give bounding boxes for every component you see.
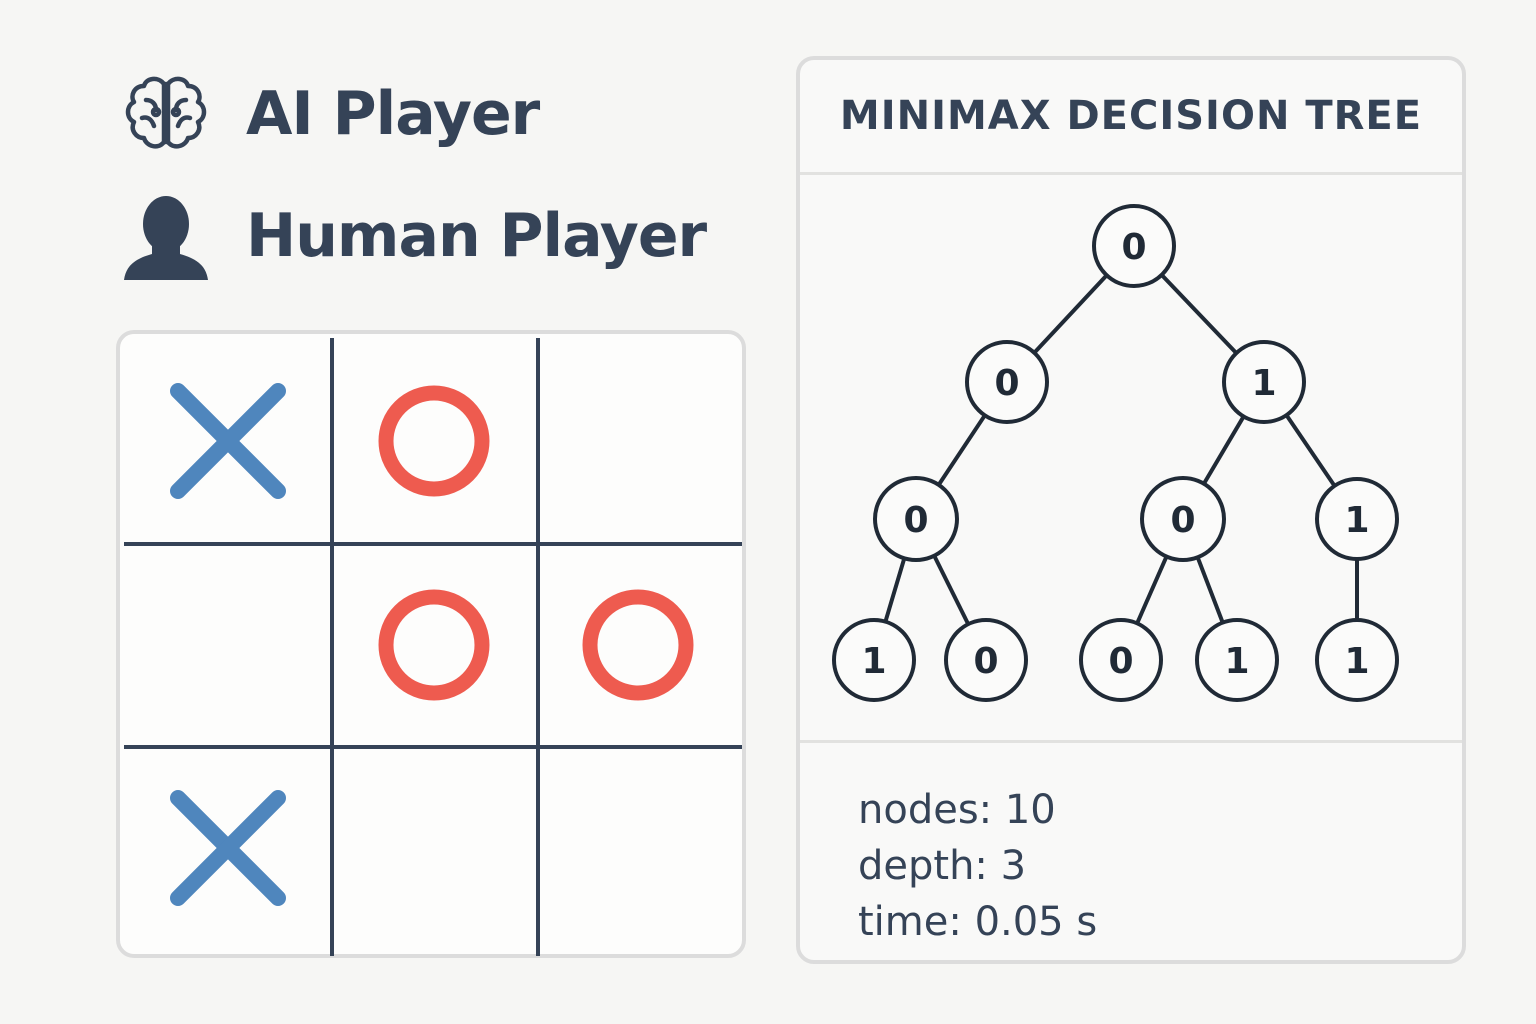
board-grid bbox=[124, 338, 742, 956]
human-player-label: Human Player bbox=[246, 201, 707, 271]
tree-node: 1 bbox=[1222, 340, 1306, 424]
tree-node-circle bbox=[944, 618, 1028, 702]
tree-node-value: 0 bbox=[1108, 641, 1133, 682]
tree-edge bbox=[1195, 556, 1225, 624]
tree-node-value: 0 bbox=[994, 363, 1019, 404]
tree-edge bbox=[1202, 415, 1246, 485]
stats-divider bbox=[800, 740, 1462, 743]
title-divider bbox=[800, 172, 1462, 175]
tree-node: 1 bbox=[832, 618, 916, 702]
stat-time: time: 0.05 s bbox=[858, 899, 1098, 945]
tree-node-circle bbox=[832, 618, 916, 702]
search-stats: nodes: 10 depth: 3 time: 0.05 s bbox=[858, 782, 1097, 950]
minimax-panel: MINIMAX DECISION TREE 0 0 1 0 0 1 1 0 0 1 1 nodes:… bbox=[796, 56, 1466, 964]
tree-node: 1 bbox=[1315, 618, 1399, 702]
tree-edge bbox=[937, 414, 987, 486]
o-mark bbox=[378, 589, 490, 701]
tree-node: 0 bbox=[965, 340, 1049, 424]
tree-node: 1 bbox=[1315, 477, 1399, 561]
stat-depth: depth: 3 bbox=[858, 843, 1027, 889]
tree-node: 0 bbox=[944, 618, 1028, 702]
tree-node-value: 1 bbox=[1251, 363, 1276, 404]
user-silhouette-icon bbox=[118, 188, 214, 284]
tree-node-circle bbox=[1195, 618, 1279, 702]
tree-edge bbox=[1160, 273, 1238, 355]
game-board bbox=[116, 330, 746, 958]
tree-node-value: 0 bbox=[903, 500, 928, 541]
tree-node-circle bbox=[965, 340, 1049, 424]
tree-edge bbox=[1135, 555, 1169, 625]
tree-node: 0 bbox=[1140, 476, 1226, 562]
stat-nodes: nodes: 10 bbox=[858, 787, 1056, 833]
board-cell-1-1[interactable] bbox=[334, 546, 538, 747]
board-cell-2-2[interactable] bbox=[540, 749, 742, 956]
board-cell-0-1[interactable] bbox=[334, 338, 538, 544]
human-player-row: Human Player bbox=[118, 188, 707, 284]
tree-edge bbox=[883, 557, 907, 623]
board-cell-0-0[interactable] bbox=[124, 338, 332, 544]
board-cell-2-1[interactable] bbox=[334, 749, 538, 956]
tree-node-value: 0 bbox=[973, 641, 998, 682]
ai-player-row: AI Player bbox=[118, 66, 540, 162]
tree-node-circle bbox=[1092, 204, 1176, 288]
decision-tree: 0 0 1 0 0 1 1 0 0 1 1 bbox=[832, 204, 1399, 702]
tree-node-value: 1 bbox=[861, 641, 886, 682]
tree-node-circle bbox=[1079, 618, 1163, 702]
tree-node-circle bbox=[1222, 340, 1306, 424]
tree-node-value: 1 bbox=[1344, 641, 1369, 682]
tree-node-circle bbox=[1140, 476, 1226, 562]
ai-player-label: AI Player bbox=[246, 79, 540, 149]
tree-node-circle bbox=[1315, 618, 1399, 702]
o-mark bbox=[582, 589, 694, 701]
tree-node-value: 1 bbox=[1344, 500, 1369, 541]
tree-node-value: 0 bbox=[1121, 227, 1146, 268]
board-cell-2-0[interactable] bbox=[124, 749, 332, 956]
panel-title: MINIMAX DECISION TREE bbox=[839, 93, 1423, 139]
x-mark bbox=[170, 790, 286, 906]
x-mark bbox=[170, 383, 286, 499]
board-cell-1-2[interactable] bbox=[540, 546, 742, 747]
tree-edge bbox=[932, 554, 971, 626]
tree-node: 0 bbox=[1092, 204, 1176, 288]
tree-node-value: 1 bbox=[1224, 641, 1249, 682]
tree-node-circle bbox=[1315, 477, 1399, 561]
tree-node: 1 bbox=[1195, 618, 1279, 702]
board-cell-1-0[interactable] bbox=[124, 546, 332, 747]
tree-node-value: 0 bbox=[1170, 500, 1195, 541]
o-mark bbox=[378, 385, 490, 497]
tree-edge bbox=[1032, 273, 1109, 355]
tree-node: 0 bbox=[1079, 618, 1163, 702]
board-cell-0-2[interactable] bbox=[540, 338, 742, 544]
tree-node-circle bbox=[873, 476, 959, 562]
brain-icon bbox=[118, 66, 214, 162]
tree-node: 0 bbox=[873, 476, 959, 562]
tree-edge bbox=[1284, 413, 1337, 488]
